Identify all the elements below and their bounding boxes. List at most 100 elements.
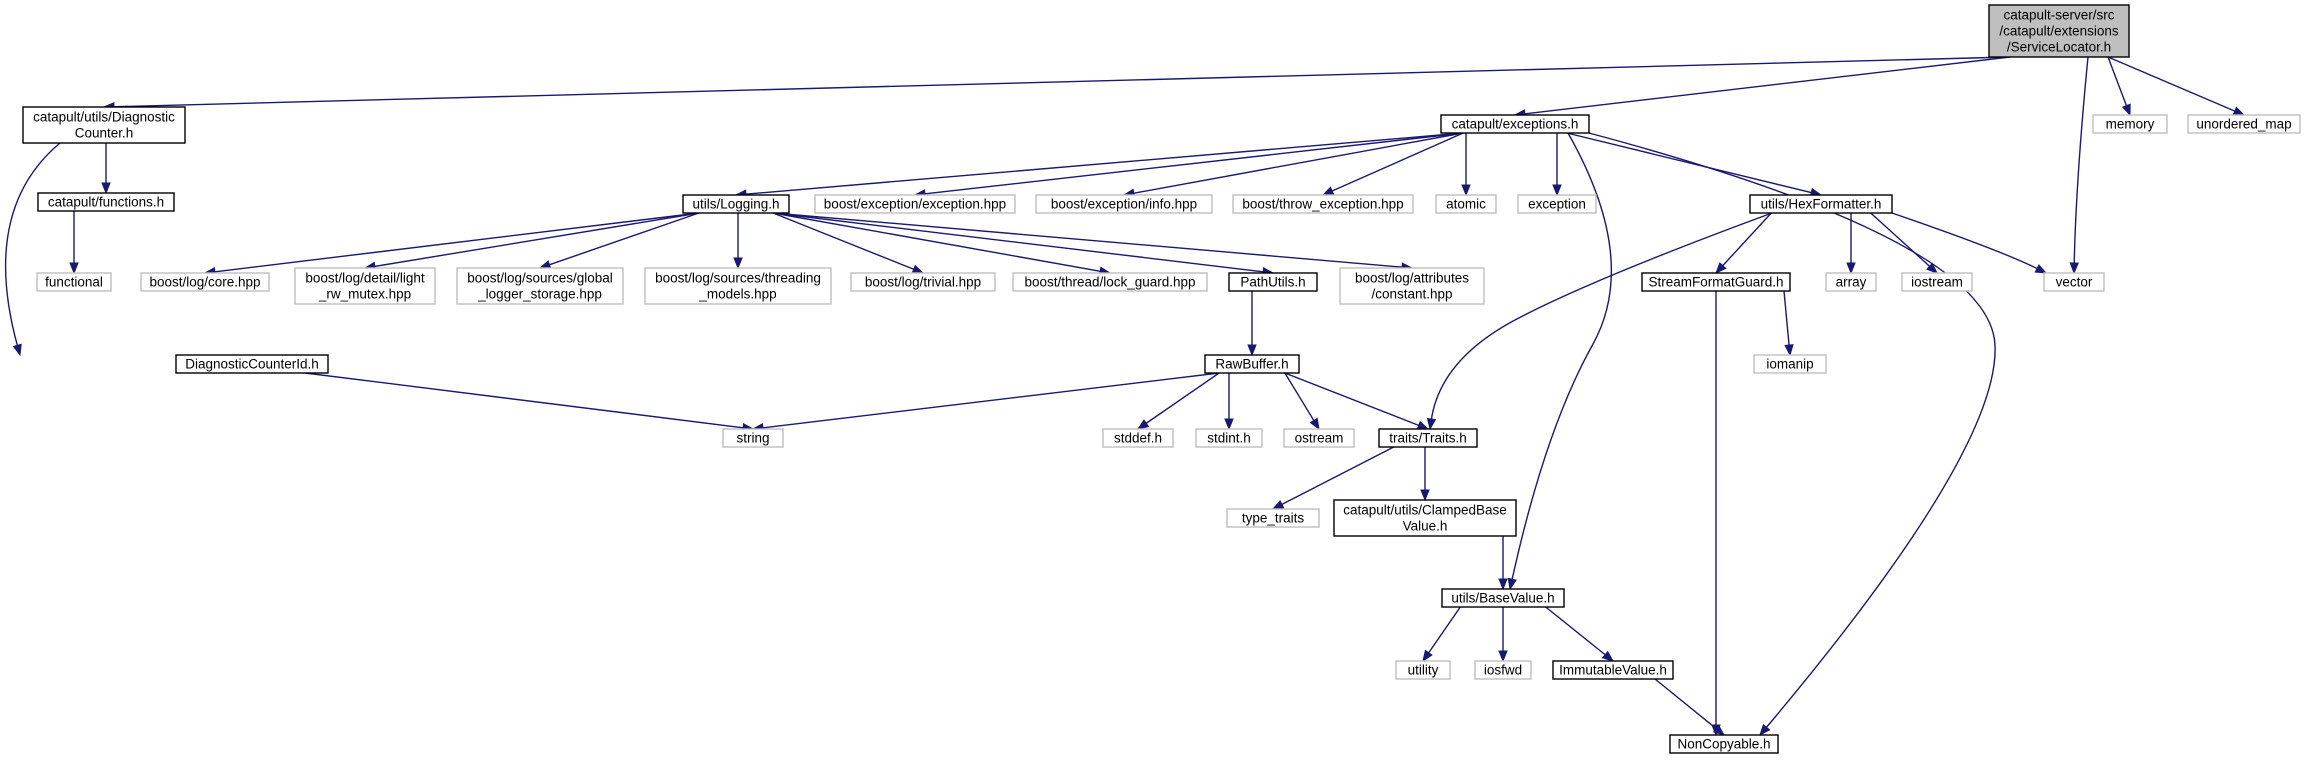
node-box xyxy=(2187,114,2301,134)
edge-pathutils-to-rawbuffer xyxy=(1247,291,1257,357)
edge-arrowhead xyxy=(1601,650,1615,662)
node-label: ImmutableValue.h xyxy=(1559,663,1667,678)
node-ostream: ostream xyxy=(1283,428,1355,448)
node-traits[interactable]: traits/Traits.h xyxy=(1378,428,1478,448)
node-box xyxy=(850,272,996,292)
node-hexformatter[interactable]: utils/HexFormatter.h xyxy=(1749,194,1893,214)
edge-line xyxy=(1284,372,1315,422)
edge-arrowhead xyxy=(1507,577,1517,591)
node-label: ostream xyxy=(1295,431,1344,446)
edge-clamped-to-basevalue xyxy=(1498,536,1508,591)
edge-line xyxy=(2073,56,2089,265)
node-exceptions[interactable]: catapult/exceptions.h xyxy=(1440,114,1590,134)
edge-diagcounter-to-functions xyxy=(101,143,111,195)
node-diagcounter[interactable]: catapult/utils/DiagnosticCounter.h xyxy=(22,106,186,144)
edge-line xyxy=(1132,132,1464,195)
node-label: boost/log/detail/light xyxy=(305,271,425,286)
node-box xyxy=(1517,194,1597,214)
node-label: boost/throw_exception.hpp xyxy=(1242,197,1403,212)
node-exception: exception xyxy=(1517,194,1597,214)
node-label: _rw_mutex.hpp xyxy=(318,287,411,302)
node-box xyxy=(1395,660,1451,680)
node-immutable[interactable]: ImmutableValue.h xyxy=(1552,660,1674,680)
edge-line xyxy=(1545,606,1607,656)
edge-line xyxy=(2107,56,2236,113)
edge-arrowhead xyxy=(733,257,743,270)
node-box xyxy=(1474,660,1532,680)
node-iosfwd: iosfwd xyxy=(1474,660,1532,680)
node-label: boost/exception/info.hpp xyxy=(1051,197,1197,212)
edge-hexformatter-to-vector xyxy=(1891,212,2048,274)
node-label: catapult/exceptions.h xyxy=(1452,117,1579,132)
node-label: traits/Traits.h xyxy=(1389,431,1467,446)
edge-logging-to-lock_guard xyxy=(772,212,1112,276)
node-diagcounterid[interactable]: DiagnosticCounterId.h xyxy=(175,354,329,374)
node-box xyxy=(1204,354,1300,374)
node-box xyxy=(1552,660,1674,680)
edge-line xyxy=(1891,212,2039,270)
edge-arrowhead xyxy=(2232,106,2246,116)
node-box xyxy=(140,272,270,292)
edge-arrowhead xyxy=(1271,499,1285,510)
edge-arrowhead xyxy=(2121,103,2131,117)
edge-arrowhead xyxy=(1247,344,1257,357)
edge-rawbuffer-to-stddef xyxy=(1136,372,1220,430)
node-root[interactable]: catapult-server/src/catapult/extensions/… xyxy=(1988,4,2130,58)
node-label: iosfwd xyxy=(1484,663,1522,678)
edge-line xyxy=(773,212,1404,268)
node-utility: utility xyxy=(1395,660,1451,680)
edge-line xyxy=(1427,606,1461,654)
node-stdint: stdint.h xyxy=(1195,428,1263,448)
edge-arrowhead xyxy=(1498,650,1508,663)
node-vector: vector xyxy=(2043,272,2105,292)
node-label: type_traits xyxy=(1242,511,1305,526)
node-label: catapult/functions.h xyxy=(48,195,164,210)
node-label: DiagnosticCounterId.h xyxy=(185,357,319,372)
node-functions[interactable]: catapult/functions.h xyxy=(37,192,175,212)
node-noncopyable[interactable]: NonCopyable.h xyxy=(1669,734,1779,754)
node-box xyxy=(1012,272,1208,292)
node-logging[interactable]: utils/Logging.h xyxy=(682,194,790,214)
edge-arrowhead xyxy=(1416,420,1430,430)
node-box xyxy=(1102,428,1174,448)
node-basevalue[interactable]: utils/BaseValue.h xyxy=(1441,588,1565,608)
edge-immutable-to-noncopyable xyxy=(1654,678,1726,736)
edge-line xyxy=(305,372,745,429)
node-streamfmt[interactable]: StreamFormatGuard.h xyxy=(1641,272,1791,292)
edge-line xyxy=(4,142,61,347)
node-label: boost/log/core.hpp xyxy=(149,275,260,290)
node-pathutils[interactable]: PathUtils.h xyxy=(1228,272,1318,292)
edges-layer xyxy=(4,56,2246,737)
node-memory: memory xyxy=(2092,114,2168,134)
node-boost_exc: boost/exception/exception.hpp xyxy=(814,194,1016,214)
edge-arrowhead xyxy=(1498,578,1508,591)
edge-arrowhead xyxy=(1309,417,1320,431)
node-box xyxy=(682,194,790,214)
node-box xyxy=(1283,428,1355,448)
node-iomanip: iomanip xyxy=(1753,354,1827,374)
node-box xyxy=(644,267,832,305)
edge-root-to-diagcounter xyxy=(102,56,2011,112)
node-box xyxy=(1440,114,1590,134)
node-label: utils/BaseValue.h xyxy=(1451,591,1554,606)
node-box xyxy=(1753,354,1827,374)
node-label: /catapult/extensions xyxy=(1999,24,2119,39)
node-label: RawBuffer.h xyxy=(1215,357,1288,372)
node-label: stdint.h xyxy=(1207,431,1251,446)
node-rawbuffer[interactable]: RawBuffer.h xyxy=(1204,354,1300,374)
edge-basevalue-to-immutable xyxy=(1545,606,1615,662)
edge-arrowhead xyxy=(1759,723,1771,737)
node-boost_throw: boost/throw_exception.hpp xyxy=(1232,194,1414,214)
edge-line xyxy=(772,212,915,271)
node-box xyxy=(722,428,784,448)
edge-root-to-memory xyxy=(2107,56,2131,117)
edge-arrowhead xyxy=(1784,344,1794,357)
node-box xyxy=(1641,272,1791,292)
edge-streamfmt-to-noncopyable xyxy=(1711,290,1721,737)
node-label: boost/log/sources/threading xyxy=(655,271,821,286)
edge-logging-to-pathutils xyxy=(773,212,1275,277)
node-log_global: boost/log/sources/global_logger_storage.… xyxy=(456,267,624,305)
node-box xyxy=(1901,272,1973,292)
node-box xyxy=(814,194,1016,214)
